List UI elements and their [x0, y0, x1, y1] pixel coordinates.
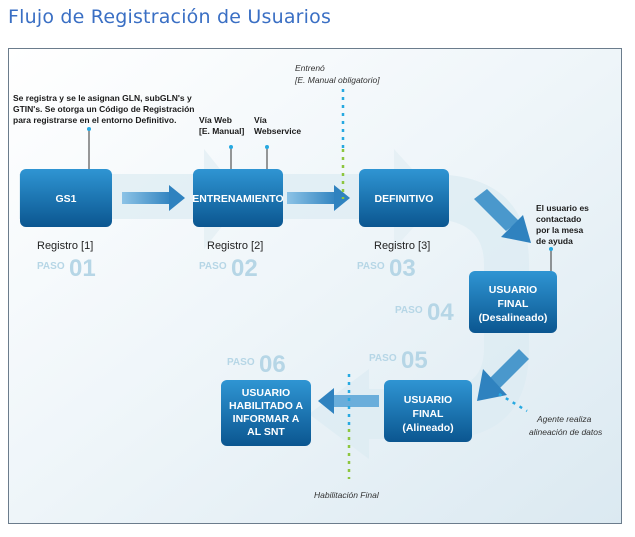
note-via-webservice: Vía Webservice	[254, 115, 301, 169]
svg-text:contactado: contactado	[536, 214, 581, 224]
svg-text:PASO: PASO	[199, 261, 227, 272]
svg-text:PASO: PASO	[37, 261, 65, 272]
registro-3-label: Registro [3]	[374, 240, 430, 252]
step-box-entrenamiento-label: ENTRENAMIENTO	[192, 193, 283, 205]
svg-text:GTIN's. Se otorga un Código de: GTIN's. Se otorga un Código de Registrac…	[13, 104, 194, 114]
svg-text:Vía: Vía	[254, 115, 267, 125]
paso-04: PASO 04	[395, 299, 454, 326]
svg-text:[E. Manual]: [E. Manual]	[199, 126, 245, 136]
svg-text:Entrenó: Entrenó	[295, 63, 325, 73]
svg-text:[E. Manual obligatorio]: [E. Manual obligatorio]	[294, 75, 380, 85]
svg-text:por la mesa: por la mesa	[536, 225, 584, 235]
step-box-6-line-3: INFORMAR A	[233, 413, 300, 425]
step-box-5-line-3: (Alineado)	[402, 422, 453, 434]
step-box-usuario-habilitado: USUARIO HABILITADO A INFORMAR A AL SNT	[221, 380, 311, 446]
step-box-definitivo: DEFINITIVO	[359, 169, 449, 227]
svg-text:El usuario es: El usuario es	[536, 203, 589, 213]
registro-2-label: Registro [2]	[207, 240, 263, 252]
svg-text:Agente realiza: Agente realiza	[536, 414, 592, 424]
note-via-web: Vía Web [E. Manual]	[199, 115, 245, 169]
paso-01: PASO 01	[37, 255, 96, 282]
arrow-5-6	[318, 388, 379, 414]
note-contactado: El usuario es contactado por la mesa de …	[536, 203, 589, 271]
svg-text:para registrarse en el entorno: para registrarse en el entorno Definitiv…	[13, 115, 176, 125]
step-box-definitivo-label: DEFINITIVO	[375, 193, 434, 205]
svg-text:02: 02	[231, 255, 258, 282]
page-title: Flujo de Registración de Usuarios	[8, 6, 332, 28]
svg-text:01: 01	[69, 255, 96, 282]
note-habilitacion-final: Habilitación Final	[314, 374, 380, 500]
note-agente: Agente realiza alineación de datos	[498, 392, 603, 437]
svg-text:05: 05	[401, 347, 428, 374]
arrow-3-4	[474, 189, 531, 243]
svg-text:PASO: PASO	[227, 357, 255, 368]
paso-06: PASO 06	[227, 351, 286, 378]
svg-text:de ayuda: de ayuda	[536, 236, 573, 246]
step-box-entrenamiento: ENTRENAMIENTO	[192, 169, 284, 227]
registration-flow-diagram: GS1 ENTRENAMIENTO DEFINITIVO USUARIO FIN…	[9, 49, 621, 523]
step-box-4-line-2: FINAL	[498, 298, 529, 310]
step-box-5-line-2: FINAL	[413, 408, 444, 420]
svg-text:PASO: PASO	[369, 353, 397, 364]
svg-text:Se registra y se le asignan GL: Se registra y se le asignan GLN, subGLN'…	[13, 93, 192, 103]
svg-text:03: 03	[389, 255, 416, 282]
registro-1-label: Registro [1]	[37, 240, 93, 252]
svg-text:04: 04	[427, 299, 454, 326]
step-box-6-line-2: HABILITADO A	[229, 400, 303, 412]
step-box-5-line-1: USUARIO	[404, 394, 452, 406]
note-gs1: Se registra y se le asignan GLN, subGLN'…	[13, 93, 194, 169]
step-box-6-line-1: USUARIO	[242, 387, 290, 399]
step-box-gs1-label: GS1	[55, 193, 76, 205]
arrow-1-2	[122, 185, 185, 211]
note-entreno: Entrenó [E. Manual obligatorio]	[294, 63, 380, 199]
step-box-usuario-alineado: USUARIO FINAL (Alineado)	[384, 380, 472, 442]
diagram-frame: GS1 ENTRENAMIENTO DEFINITIVO USUARIO FIN…	[8, 48, 622, 524]
paso-03: PASO 03	[357, 255, 416, 282]
step-box-6-line-4: AL SNT	[247, 426, 285, 438]
step-box-4-line-1: USUARIO	[489, 284, 537, 296]
svg-text:Vía Web: Vía Web	[199, 115, 232, 125]
step-box-4-line-3: (Desalineado)	[479, 312, 548, 324]
paso-05: PASO 05	[369, 347, 428, 374]
arrow-4-5	[477, 349, 529, 401]
svg-text:PASO: PASO	[395, 305, 423, 316]
svg-text:Habilitación Final: Habilitación Final	[314, 490, 380, 500]
step-box-gs1: GS1	[20, 169, 112, 227]
paso-02: PASO 02	[199, 255, 258, 282]
svg-text:06: 06	[259, 351, 286, 378]
svg-text:alineación de datos: alineación de datos	[529, 427, 603, 437]
svg-text:Webservice: Webservice	[254, 126, 301, 136]
step-box-usuario-desalineado: USUARIO FINAL (Desalineado)	[469, 271, 557, 333]
svg-text:PASO: PASO	[357, 261, 385, 272]
